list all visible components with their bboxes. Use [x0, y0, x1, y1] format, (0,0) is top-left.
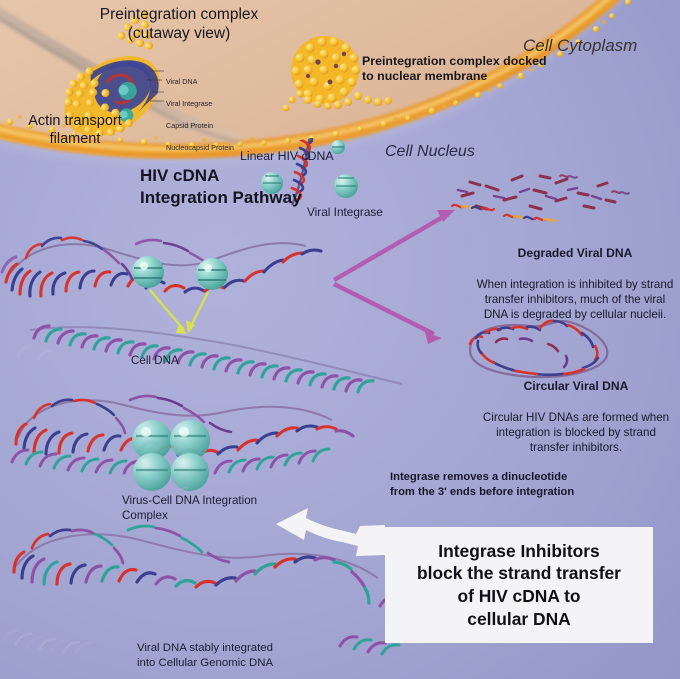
preintegration-complex-cutaway	[64, 10, 160, 138]
cutaway-legend-leaders	[146, 70, 164, 102]
stable-integration-label: Viral DNA stably integrated into Cellula…	[137, 642, 274, 670]
integrase-inhibitors-callout-text: Integrase Inhibitors block the strand tr…	[417, 540, 621, 629]
cell-dna-strand	[6, 324, 403, 394]
degraded-viral-dna-heading: Degraded Viral DNA	[517, 246, 633, 261]
virus-cell-dna-integration-complex	[10, 394, 355, 504]
actin-filament-label: Actin transport filament	[28, 113, 122, 147]
circular-viral-dna-body: Circular HIV DNAs are formed when integr…	[482, 410, 670, 454]
integrase-inhibitors-callout: Integrase Inhibitors block the strand tr…	[385, 527, 653, 643]
docked-preintegration-complex	[282, 36, 392, 112]
legend-item-viral-dna: Viral DNA	[166, 76, 198, 86]
circular-viral-dna	[468, 319, 609, 379]
page-title: HIV cDNA Integration Pathway	[140, 166, 302, 207]
helical-fragment	[450, 174, 630, 223]
linear-hiv-cdna-label: Linear HIV cDNA	[240, 149, 334, 163]
dinucleotide-removal-note: Integrase removes a dinucleotide from th…	[390, 471, 575, 498]
viral-cdna-with-integrase-row	[0, 236, 323, 298]
integrase-bead-on-cdna	[196, 258, 228, 290]
cutaway-legend: Viral DNA Viral Integrase Capsid Protein…	[166, 66, 234, 164]
arrow-to-degraded	[332, 210, 455, 282]
degraded-viral-dna-body: When integration is inhibited by strand …	[476, 277, 674, 321]
cell-nucleus-label: Cell Nucleus	[385, 143, 475, 160]
outcome-arrows	[332, 210, 455, 344]
integrase-bead-on-cdna	[132, 256, 164, 288]
docked-complex-label: Preintegration complex docked to nuclear…	[362, 54, 547, 84]
cell-cytoplasm-label: Cell Cytoplasm	[523, 36, 638, 55]
circular-viral-dna-heading: Circular Viral DNA	[523, 379, 629, 394]
legend-item-viral-integrase: Viral Integrase	[166, 98, 213, 108]
integration-site-arrows	[149, 289, 210, 334]
viral-integrase-label: Viral Integrase	[307, 205, 383, 219]
legend-item-nucleocapsid-protein: Nucleocapsid Protein	[166, 142, 234, 152]
cell-dna-label: Cell DNA	[131, 354, 179, 367]
integrase-tetramer	[132, 420, 210, 491]
arrow-to-circular	[333, 282, 442, 344]
degraded-viral-dna-fragments	[450, 174, 630, 223]
legend-item-capsid-protein: Capsid Protein	[166, 120, 214, 130]
callout-pointer-arrow	[276, 508, 385, 556]
preintegration-complex-label: Preintegration complex (cutaway view)	[99, 6, 259, 42]
virus-cell-complex-label: Virus-Cell DNA Integration Complex	[122, 494, 258, 523]
circular-viral-dna-block: Circular Viral DNA Circular HIV DNAs are…	[478, 364, 674, 455]
degraded-viral-dna-block: Degraded Viral DNA When integration is i…	[475, 231, 675, 322]
